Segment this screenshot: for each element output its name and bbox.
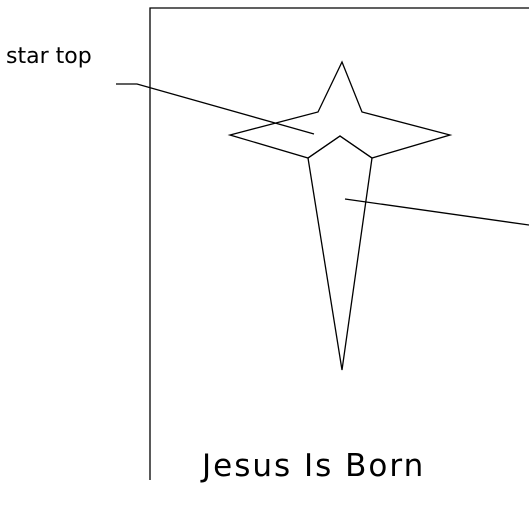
star-top-label: star top (6, 44, 92, 69)
page-title: Jesus Is Born (200, 448, 425, 484)
star-top-leader-line (116, 84, 314, 134)
star-tail-leader-line (345, 199, 529, 225)
star-top-shape (230, 62, 450, 158)
star-tail-shape (308, 136, 372, 370)
paper-outline (150, 8, 529, 480)
